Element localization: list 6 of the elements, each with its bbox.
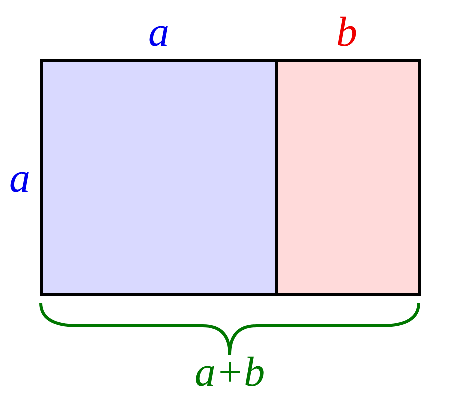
side-length-label: b	[336, 12, 358, 54]
square-region	[40, 59, 278, 296]
side-length-label: a	[148, 12, 170, 54]
rectangle-region	[275, 59, 421, 296]
total-length-label: a+b	[194, 352, 266, 394]
side-length-label: a	[10, 158, 30, 200]
